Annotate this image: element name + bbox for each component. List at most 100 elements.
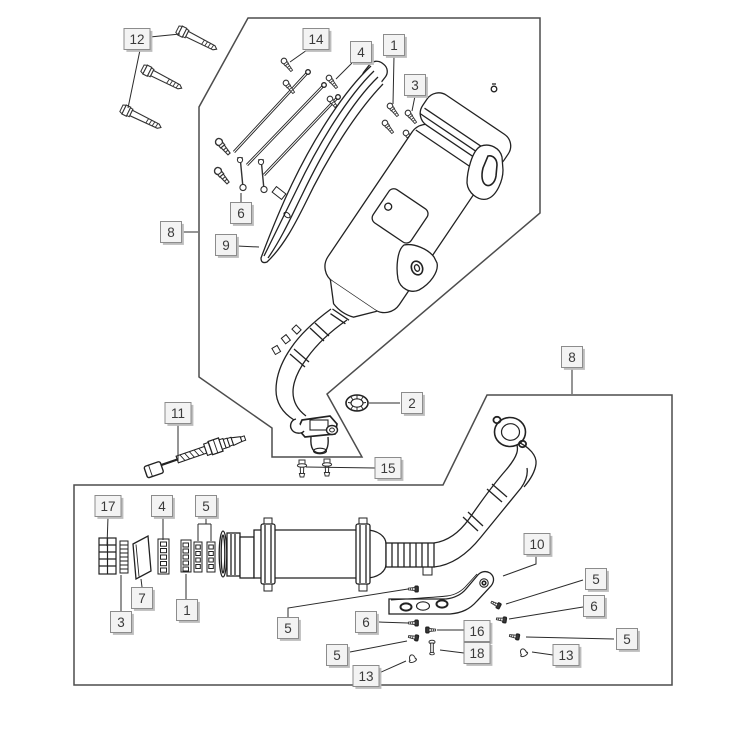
- callout-box: [355, 611, 377, 633]
- callout-box: [585, 568, 607, 590]
- screw-6-right: [495, 615, 508, 624]
- callout-box: [176, 599, 198, 621]
- leader-line: [505, 579, 584, 605]
- callout-box: [230, 202, 252, 224]
- leader-line: [439, 649, 465, 654]
- callout-number: 9: [222, 238, 230, 253]
- callout-number: 6: [237, 206, 245, 221]
- callout-8-lower[interactable]: 8: [561, 346, 585, 370]
- callout-box: [164, 402, 192, 424]
- callout-5-left2[interactable]: 5: [326, 644, 350, 668]
- callout-number: 4: [357, 45, 365, 60]
- callout-15[interactable]: 15: [374, 457, 404, 481]
- stay-rods-6: [212, 69, 341, 194]
- callout-box: [463, 620, 491, 642]
- callout-1-top[interactable]: 1: [383, 34, 407, 58]
- callout-box: [404, 74, 426, 96]
- callout-number: 3: [411, 78, 419, 93]
- callout-number: 5: [623, 632, 631, 647]
- callout-7[interactable]: 7: [131, 587, 155, 611]
- screw-5-right2: [508, 632, 521, 641]
- leader-line: [287, 588, 409, 617]
- callout-13-right[interactable]: 13: [552, 644, 582, 668]
- callout-5-right[interactable]: 5: [585, 568, 609, 592]
- screw-5-right: [489, 598, 502, 610]
- callout-number: 15: [380, 461, 395, 476]
- callout-6-right[interactable]: 6: [583, 595, 607, 619]
- callout-17[interactable]: 17: [94, 495, 124, 519]
- callout-13-left[interactable]: 13: [352, 665, 382, 689]
- callout-box: [552, 644, 580, 666]
- callout-11[interactable]: 11: [164, 402, 194, 426]
- fasteners-lower: [406, 585, 530, 664]
- callout-box: [160, 221, 182, 243]
- rivet-13-right: [517, 646, 530, 659]
- callout-box: [383, 34, 405, 56]
- callout-box: [94, 495, 122, 517]
- callout-box: [131, 587, 153, 609]
- callout-14[interactable]: 14: [302, 28, 332, 52]
- leader-line: [378, 660, 407, 674]
- callout-3-cat[interactable]: 3: [110, 611, 134, 635]
- callout-box: [110, 611, 132, 633]
- callout-box: [350, 41, 372, 63]
- screw-18: [428, 639, 436, 656]
- callout-number: 4: [158, 499, 166, 514]
- callout-12[interactable]: 12: [123, 28, 153, 52]
- gasket-panel-7: [132, 534, 152, 581]
- leader-line: [392, 55, 395, 105]
- muffler-hanger-tabs: [396, 144, 504, 292]
- callout-3-top[interactable]: 3: [404, 74, 428, 98]
- callout-2[interactable]: 2: [401, 392, 425, 416]
- leader-line: [236, 245, 260, 248]
- callout-box: [401, 392, 423, 414]
- callout-5-cat[interactable]: 5: [195, 495, 219, 519]
- callout-10[interactable]: 10: [523, 533, 553, 557]
- screw-16: [425, 626, 437, 634]
- callout-number: 5: [202, 499, 210, 514]
- callout-5-right2[interactable]: 5: [616, 628, 640, 652]
- leader-line: [149, 33, 181, 38]
- rivet-13-left: [406, 653, 418, 664]
- callout-number: 8: [167, 225, 175, 240]
- callout-number: 5: [592, 572, 600, 587]
- callout-16[interactable]: 16: [463, 620, 493, 644]
- callout-box: [123, 28, 151, 50]
- callout-6-left[interactable]: 6: [355, 611, 379, 635]
- perforated-strip-4: [157, 538, 170, 575]
- leader-line: [502, 555, 537, 577]
- callout-number: 1: [390, 38, 398, 53]
- callout-number: 8: [568, 350, 576, 365]
- callout-4-cat[interactable]: 4: [151, 495, 175, 519]
- callout-9[interactable]: 9: [215, 234, 239, 258]
- upper-assembly-border: [198, 17, 541, 458]
- leader-line: [140, 578, 143, 588]
- callout-number: 14: [308, 32, 324, 47]
- leader-line: [305, 466, 376, 469]
- lower-assembly-border: [73, 394, 673, 686]
- callout-number: 17: [100, 499, 115, 514]
- downpipe-flange: [492, 415, 528, 449]
- callout-6-upper[interactable]: 6: [230, 202, 254, 226]
- callout-number: 18: [469, 646, 484, 661]
- callout-number: 13: [358, 669, 373, 684]
- callout-1-cat[interactable]: 1: [176, 599, 200, 623]
- callout-number: 16: [469, 624, 484, 639]
- callout-8-upper[interactable]: 8: [160, 221, 184, 245]
- callout-box: [616, 628, 638, 650]
- callout-number: 7: [138, 591, 146, 606]
- front-pipe-upper: [271, 308, 348, 421]
- callout-4-top[interactable]: 4: [350, 41, 374, 65]
- callout-5-left[interactable]: 5: [277, 617, 301, 641]
- callout-number: 2: [408, 396, 416, 411]
- bracket-10: [388, 570, 495, 615]
- callout-box: [151, 495, 173, 517]
- catalyst-mat-3: [119, 540, 129, 574]
- callout-number: 6: [590, 599, 598, 614]
- callout-18[interactable]: 18: [463, 642, 493, 666]
- callout-box: [583, 595, 605, 617]
- leader-line: [525, 636, 615, 640]
- heat-shield-9: [260, 60, 388, 264]
